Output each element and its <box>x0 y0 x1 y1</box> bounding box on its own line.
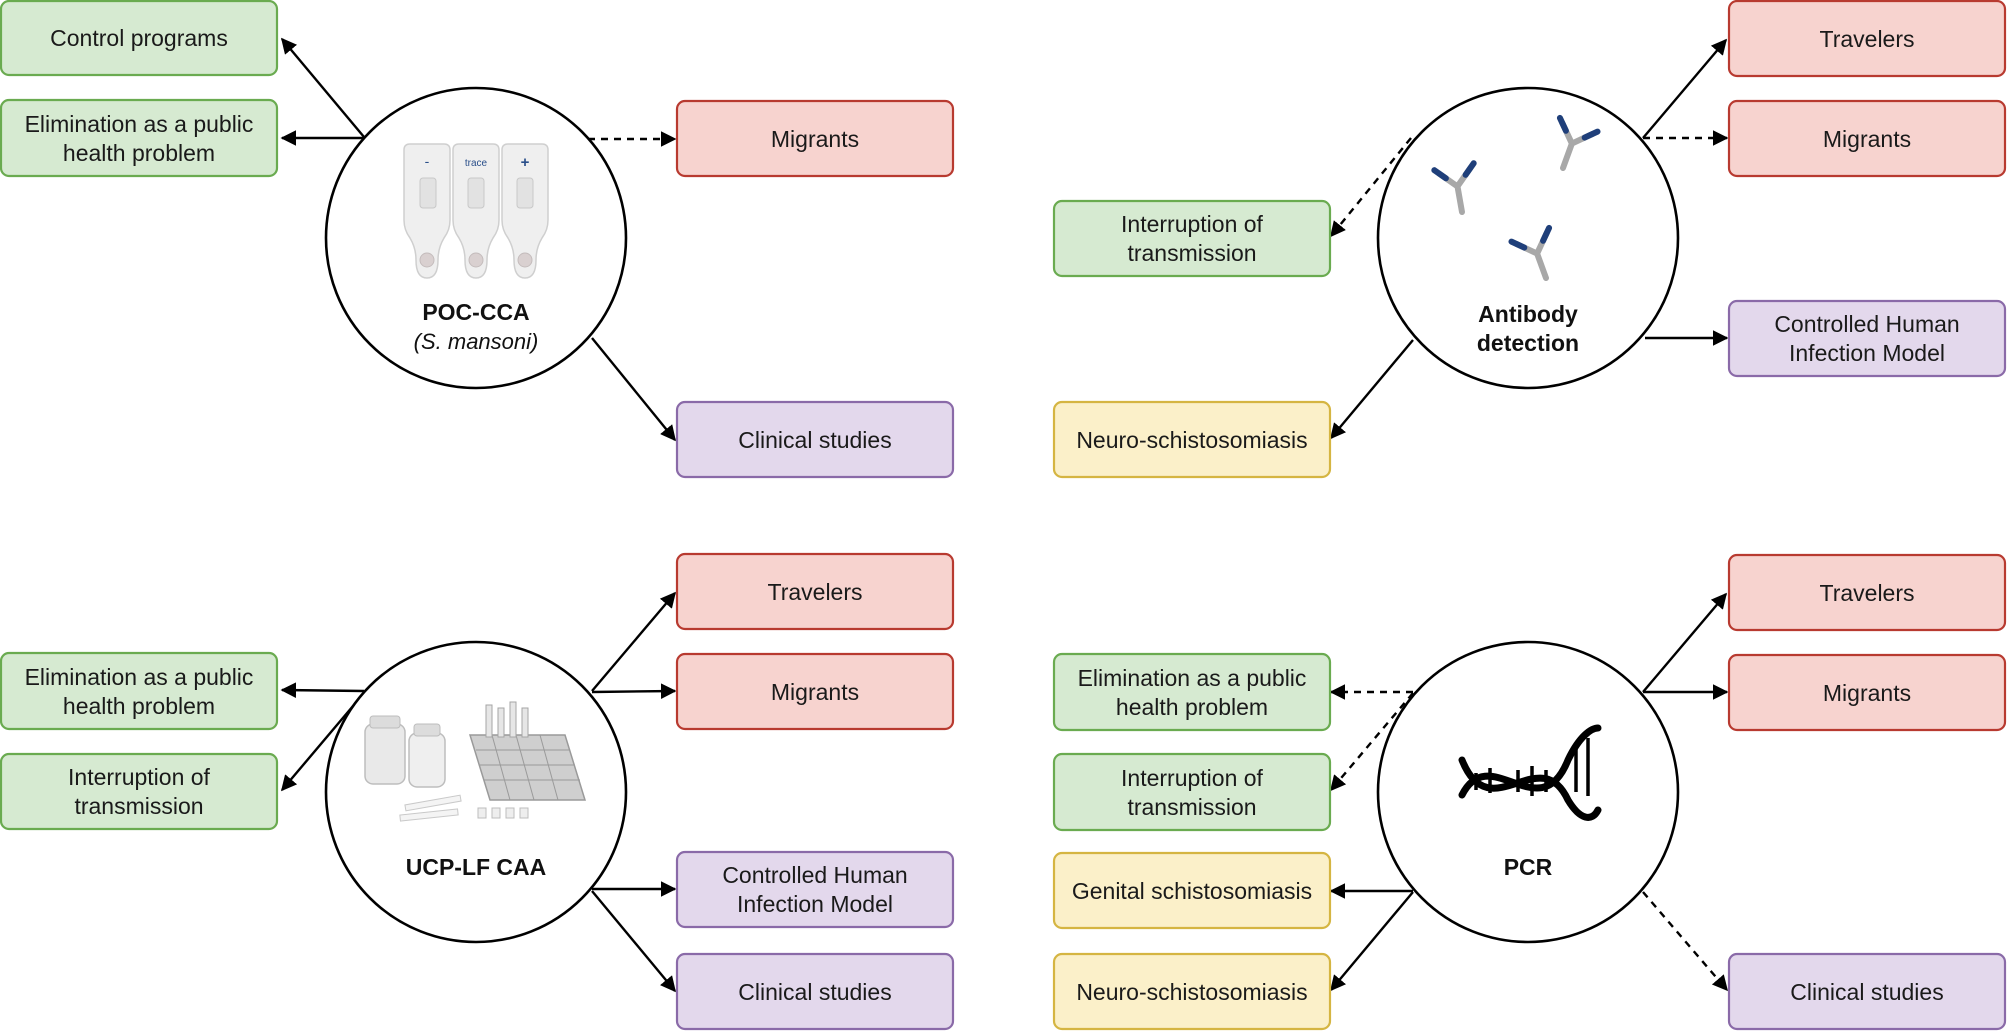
arrow-poc-to-control-programs <box>280 37 365 138</box>
antibody-box-travelers: Travelers <box>1727 0 2007 78</box>
box-label: Migrants <box>771 126 859 152</box>
arrow-ucp-to-travelers <box>591 591 677 692</box>
dna-helix-icon <box>1458 724 1602 821</box>
arrow-ucp-to-migrants <box>591 683 677 699</box>
box-label-line2: health problem <box>63 140 215 166</box>
arrow-pcr-to-travelers <box>1642 592 1728 693</box>
cassette-plus-label: + <box>521 154 530 171</box>
pcr-box-migrants: Migrants <box>1727 653 2007 732</box>
ucp-box-elimination: Elimination as a public health problem <box>0 651 279 731</box>
box-label: Genital schistosomiasis <box>1072 878 1312 904</box>
box-label-line1: Interruption of <box>68 764 211 790</box>
pcr-box-neuro: Neuro-schistosomiasis <box>1052 952 1332 1031</box>
ucp-box-clinical-studies: Clinical studies <box>675 952 955 1031</box>
ucp-box-travelers: Travelers <box>675 552 955 631</box>
hub-title: POC-CCA <box>422 299 529 325</box>
lab-kit-icon <box>364 701 587 822</box>
pcr-box-elimination: Elimination as a public health problem <box>1052 652 1332 732</box>
box-label-line1: Elimination as a public <box>25 111 254 137</box>
box-label: Clinical studies <box>738 427 891 453</box>
box-label-line2: Infection Model <box>737 891 893 917</box>
box-label-line1: Elimination as a public <box>1078 665 1307 691</box>
hub-pcr: PCR <box>1376 640 1680 944</box>
hub-title: PCR <box>1504 854 1553 880</box>
arrow-pcr-to-clinical <box>1642 891 1729 992</box>
arrow-pcr-to-interruption <box>1329 692 1414 792</box>
hub-title-line2: detection <box>1477 330 1579 356</box>
arrow-antibody-to-travelers <box>1642 38 1728 139</box>
arrow-ucp-to-clinical <box>591 890 676 993</box>
box-label-line2: transmission <box>1127 794 1256 820</box>
box-label-line1: Interruption of <box>1121 765 1264 791</box>
antibody-box-neuro: Neuro-schistosomiasis <box>1052 400 1332 479</box>
antibody-icon <box>1431 114 1601 281</box>
arrow-pcr-to-neuro <box>1329 891 1414 992</box>
box-label-line2: health problem <box>1116 694 1268 720</box>
box-label: Travelers <box>768 579 863 605</box>
ucp-box-migrants: Migrants <box>675 652 955 731</box>
box-label-line1: Controlled Human <box>722 862 907 888</box>
pcr-box-travelers: Travelers <box>1727 553 2007 632</box>
poc-box-clinical-studies: Clinical studies <box>675 400 955 479</box>
pcr-box-clinical-studies: Clinical studies <box>1727 952 2007 1031</box>
poc-box-elimination: Elimination as a public health problem <box>0 98 279 178</box>
box-label: Clinical studies <box>1790 979 1943 1005</box>
box-label: Travelers <box>1820 26 1915 52</box>
box-label: Migrants <box>1823 680 1911 706</box>
rapid-test-cassette-icon: - trace + <box>403 143 549 279</box>
ucp-box-interruption: Interruption of transmission <box>0 752 279 831</box>
arrow-ucp-to-elimination <box>280 682 365 698</box>
box-label-line2: Infection Model <box>1789 340 1945 366</box>
hub-ucp-lf-caa: UCP-LF CAA <box>324 640 628 944</box>
box-label: Migrants <box>1823 126 1911 152</box>
box-label-line2: transmission <box>74 793 203 819</box>
poc-box-control-programs: Control programs <box>0 0 279 77</box>
pcr-box-genital: Genital schistosomiasis <box>1052 851 1332 930</box>
box-label: Neuro-schistosomiasis <box>1076 979 1307 1005</box>
poc-box-migrants: Migrants <box>675 99 955 178</box>
cassette-minus-label: - <box>425 153 430 169</box>
box-label: Travelers <box>1820 580 1915 606</box>
box-label: Migrants <box>771 679 859 705</box>
arrow-antibody-to-neuro <box>1329 339 1414 440</box>
arrow-antibody-to-interruption <box>1330 137 1412 238</box>
antibody-box-migrants: Migrants <box>1727 99 2007 178</box>
arrow-poc-to-clinical <box>591 337 676 442</box>
ucp-box-chim: Controlled Human Infection Model <box>675 850 955 929</box>
pcr-box-interruption: Interruption of transmission <box>1052 752 1332 832</box>
hub-title: UCP-LF CAA <box>406 854 547 880</box>
box-label: Clinical studies <box>738 979 891 1005</box>
cassette-trace-label: trace <box>465 158 488 169</box>
box-label: Neuro-schistosomiasis <box>1076 427 1307 453</box>
box-label: Control programs <box>50 25 228 51</box>
box-label-line2: transmission <box>1127 240 1256 266</box>
box-label-line1: Controlled Human <box>1774 311 1959 337</box>
hub-title-line1: Antibody <box>1478 301 1578 327</box>
box-label-line2: health problem <box>63 693 215 719</box>
box-label-line1: Elimination as a public <box>25 664 254 690</box>
hub-poc-cca: - trace + POC-CCA (S. mansoni) <box>324 86 628 390</box>
antibody-box-interruption: Interruption of transmission <box>1052 199 1332 278</box>
hub-antibody-detection: Antibody detection <box>1376 86 1680 390</box>
box-label-line1: Interruption of <box>1121 211 1264 237</box>
hub-subtitle: (S. mansoni) <box>414 329 539 354</box>
antibody-box-chim: Controlled Human Infection Model <box>1727 299 2007 378</box>
